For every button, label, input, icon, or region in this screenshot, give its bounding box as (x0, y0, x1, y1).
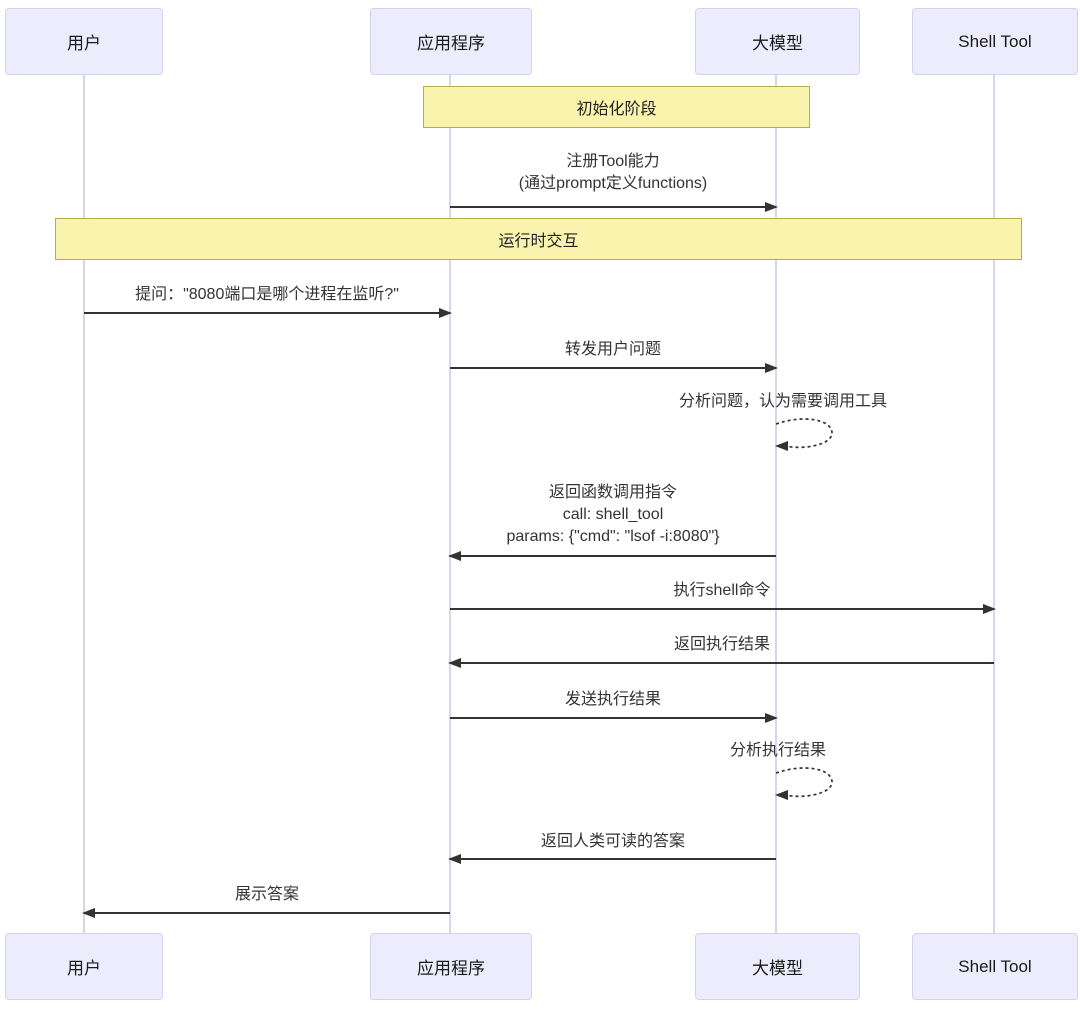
message-arrow-send-result (450, 713, 778, 723)
participant-label: 应用程序 (417, 34, 485, 53)
message-label-send-result: 发送执行结果 (564, 691, 661, 708)
participant-box-llm-top: 大模型 (695, 8, 860, 75)
message-label-forward-question: 转发用户问题 (564, 341, 661, 358)
arrowhead-left-icon (448, 551, 461, 561)
participant-label: 应用程序 (417, 959, 485, 978)
arrowhead-right-icon (765, 202, 778, 212)
message-label-register-tool: 注册Tool能力 (通过prompt定义functions) (518, 153, 708, 192)
message-arrow-exec-shell (450, 604, 996, 614)
message-label-show-answer: 展示答案 (234, 886, 299, 903)
message-arrow-show-answer (82, 908, 450, 918)
arrowhead-left-icon (448, 854, 461, 864)
participant-label: 大模型 (752, 959, 803, 978)
participant-label: Shell Tool (958, 31, 1032, 51)
arrowhead-right-icon (765, 713, 778, 723)
participant-box-shell-top: Shell Tool (912, 8, 1078, 75)
participant-label: 用户 (67, 959, 101, 978)
message-arrow-forward-question (450, 363, 778, 373)
message-label-exec-shell: 执行shell命令 (673, 582, 771, 599)
message-label-analyze-result: 分析执行结果 (729, 742, 826, 759)
participant-box-user-bottom: 用户 (5, 933, 163, 1000)
message-label-return-answer: 返回人类可读的答案 (540, 833, 685, 850)
self-loop-icon (775, 418, 833, 451)
participant-box-app-top: 应用程序 (370, 8, 532, 75)
participant-box-user-top: 用户 (5, 8, 163, 75)
lifeline-app (449, 75, 451, 933)
arrowhead-left-icon (82, 908, 95, 918)
arrowhead-left-icon (448, 658, 461, 668)
message-arrow-register-tool (450, 202, 778, 212)
participant-label: 用户 (67, 34, 101, 53)
message-label-analyze-question: 分析问题，认为需要调用工具 (678, 393, 887, 410)
phase-banner-runtime: 运行时交互 (55, 218, 1022, 260)
phase-label: 运行时交互 (498, 233, 579, 250)
participant-box-shell-bottom: Shell Tool (912, 933, 1078, 1000)
participant-box-app-bottom: 应用程序 (370, 933, 532, 1000)
arrowhead-right-icon (983, 604, 996, 614)
message-label-ask-question: 提问："8080端口是哪个进程在监听?" (135, 286, 399, 303)
arrowhead-right-icon (439, 308, 452, 318)
lifeline-shell (993, 75, 995, 933)
phase-label: 初始化阶段 (576, 101, 657, 118)
message-arrow-ask-question (84, 308, 452, 318)
message-arrow-return-exec-result (448, 658, 994, 668)
participant-label: 大模型 (752, 34, 803, 53)
self-loop-icon (775, 767, 833, 800)
message-arrow-return-answer (448, 854, 776, 864)
message-arrow-return-function-call (448, 551, 776, 561)
participant-box-llm-bottom: 大模型 (695, 933, 860, 1000)
message-label-return-exec-result: 返回执行结果 (673, 636, 770, 653)
message-label-return-function-call: 返回函数调用指令 call: shell_tool params: {"cmd"… (506, 484, 720, 545)
participant-label: Shell Tool (958, 956, 1032, 976)
lifeline-llm (775, 75, 777, 933)
phase-banner-init: 初始化阶段 (423, 86, 810, 128)
lifeline-user (83, 75, 85, 933)
arrowhead-right-icon (765, 363, 778, 373)
